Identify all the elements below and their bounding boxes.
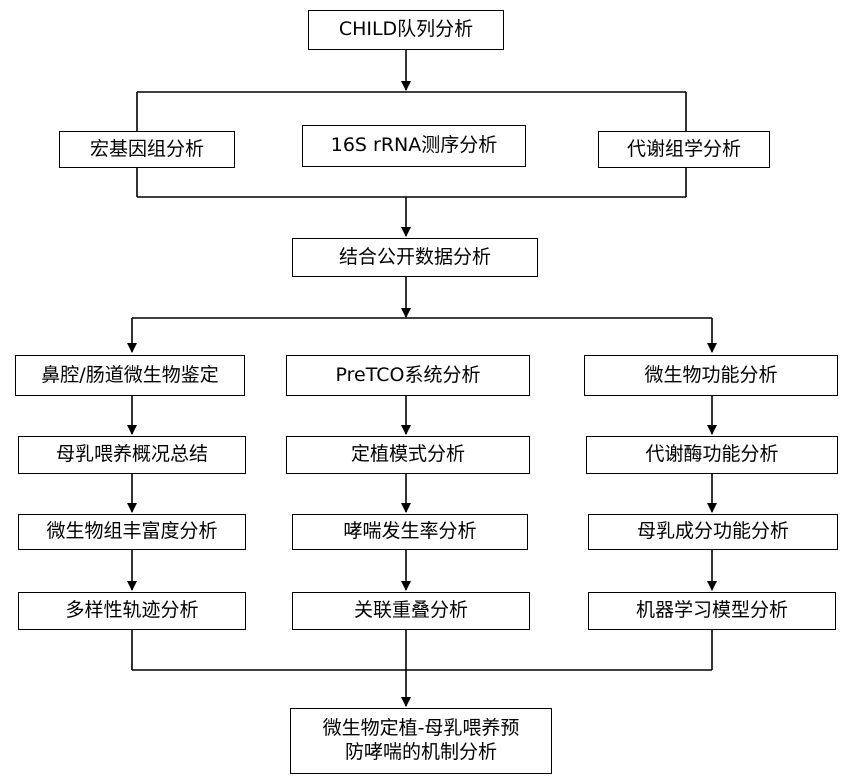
node-final-line2: 防哮喘的机制分析 (344, 741, 497, 763)
node-col1-step2: 微生物组丰富度分析 (18, 514, 246, 550)
node-col2-step1-label: 定植模式分析 (350, 443, 465, 466)
node-col3-header-label: 微生物功能分析 (644, 363, 778, 386)
node-col1-header: 鼻腔/肠道微生物鉴定 (15, 355, 245, 396)
node-public-data-label: 结合公开数据分析 (338, 245, 491, 268)
node-metagenomics-label: 宏基因组分析 (89, 137, 204, 160)
node-col1-step3-label: 多样性轨迹分析 (65, 599, 199, 622)
node-public-data: 结合公开数据分析 (292, 238, 538, 277)
node-child-cohort: CHILD队列分析 (308, 10, 504, 50)
node-col3-step2: 母乳成分功能分析 (588, 514, 838, 550)
node-col2-header: PreTCO系统分析 (286, 355, 530, 396)
node-col2-step3: 关联重叠分析 (292, 592, 530, 630)
node-col2-step2-label: 哮喘发生率分析 (343, 520, 477, 543)
node-metabolomics-label: 代谢组学分析 (626, 137, 741, 160)
node-col3-step2-label: 母乳成分功能分析 (636, 520, 789, 543)
node-col3-step1: 代谢酶功能分析 (586, 436, 838, 474)
node-col2-step1: 定植模式分析 (286, 436, 530, 474)
node-16s-sequencing-label: 16S rRNA测序分析 (330, 134, 498, 157)
node-col2-step3-label: 关联重叠分析 (353, 599, 468, 622)
node-final-mechanism: 微生物定植-母乳喂养预 防哮喘的机制分析 (290, 708, 552, 774)
node-final-line1: 微生物定植-母乳喂养预 (322, 717, 520, 740)
node-col2-header-label: PreTCO系统分析 (335, 363, 481, 386)
node-metabolomics: 代谢组学分析 (598, 131, 770, 168)
node-col1-step1-label: 母乳喂养概况总结 (55, 443, 208, 466)
node-metagenomics: 宏基因组分析 (59, 131, 235, 168)
node-16s-sequencing: 16S rRNA测序分析 (302, 125, 526, 167)
node-col1-step2-label: 微生物组丰富度分析 (46, 520, 218, 543)
node-child-cohort-label: CHILD队列分析 (338, 18, 474, 41)
node-col3-step1-label: 代谢酶功能分析 (645, 443, 779, 466)
node-col1-header-label: 鼻腔/肠道微生物鉴定 (41, 363, 219, 386)
node-col2-step2: 哮喘发生率分析 (292, 514, 528, 550)
node-col3-header: 微生物功能分析 (584, 355, 838, 396)
node-col3-step3: 机器学习模型分析 (588, 592, 836, 630)
node-col1-step1: 母乳喂养概况总结 (18, 436, 246, 474)
node-col3-step3-label: 机器学习模型分析 (635, 599, 788, 622)
node-col1-step3: 多样性轨迹分析 (18, 592, 246, 630)
